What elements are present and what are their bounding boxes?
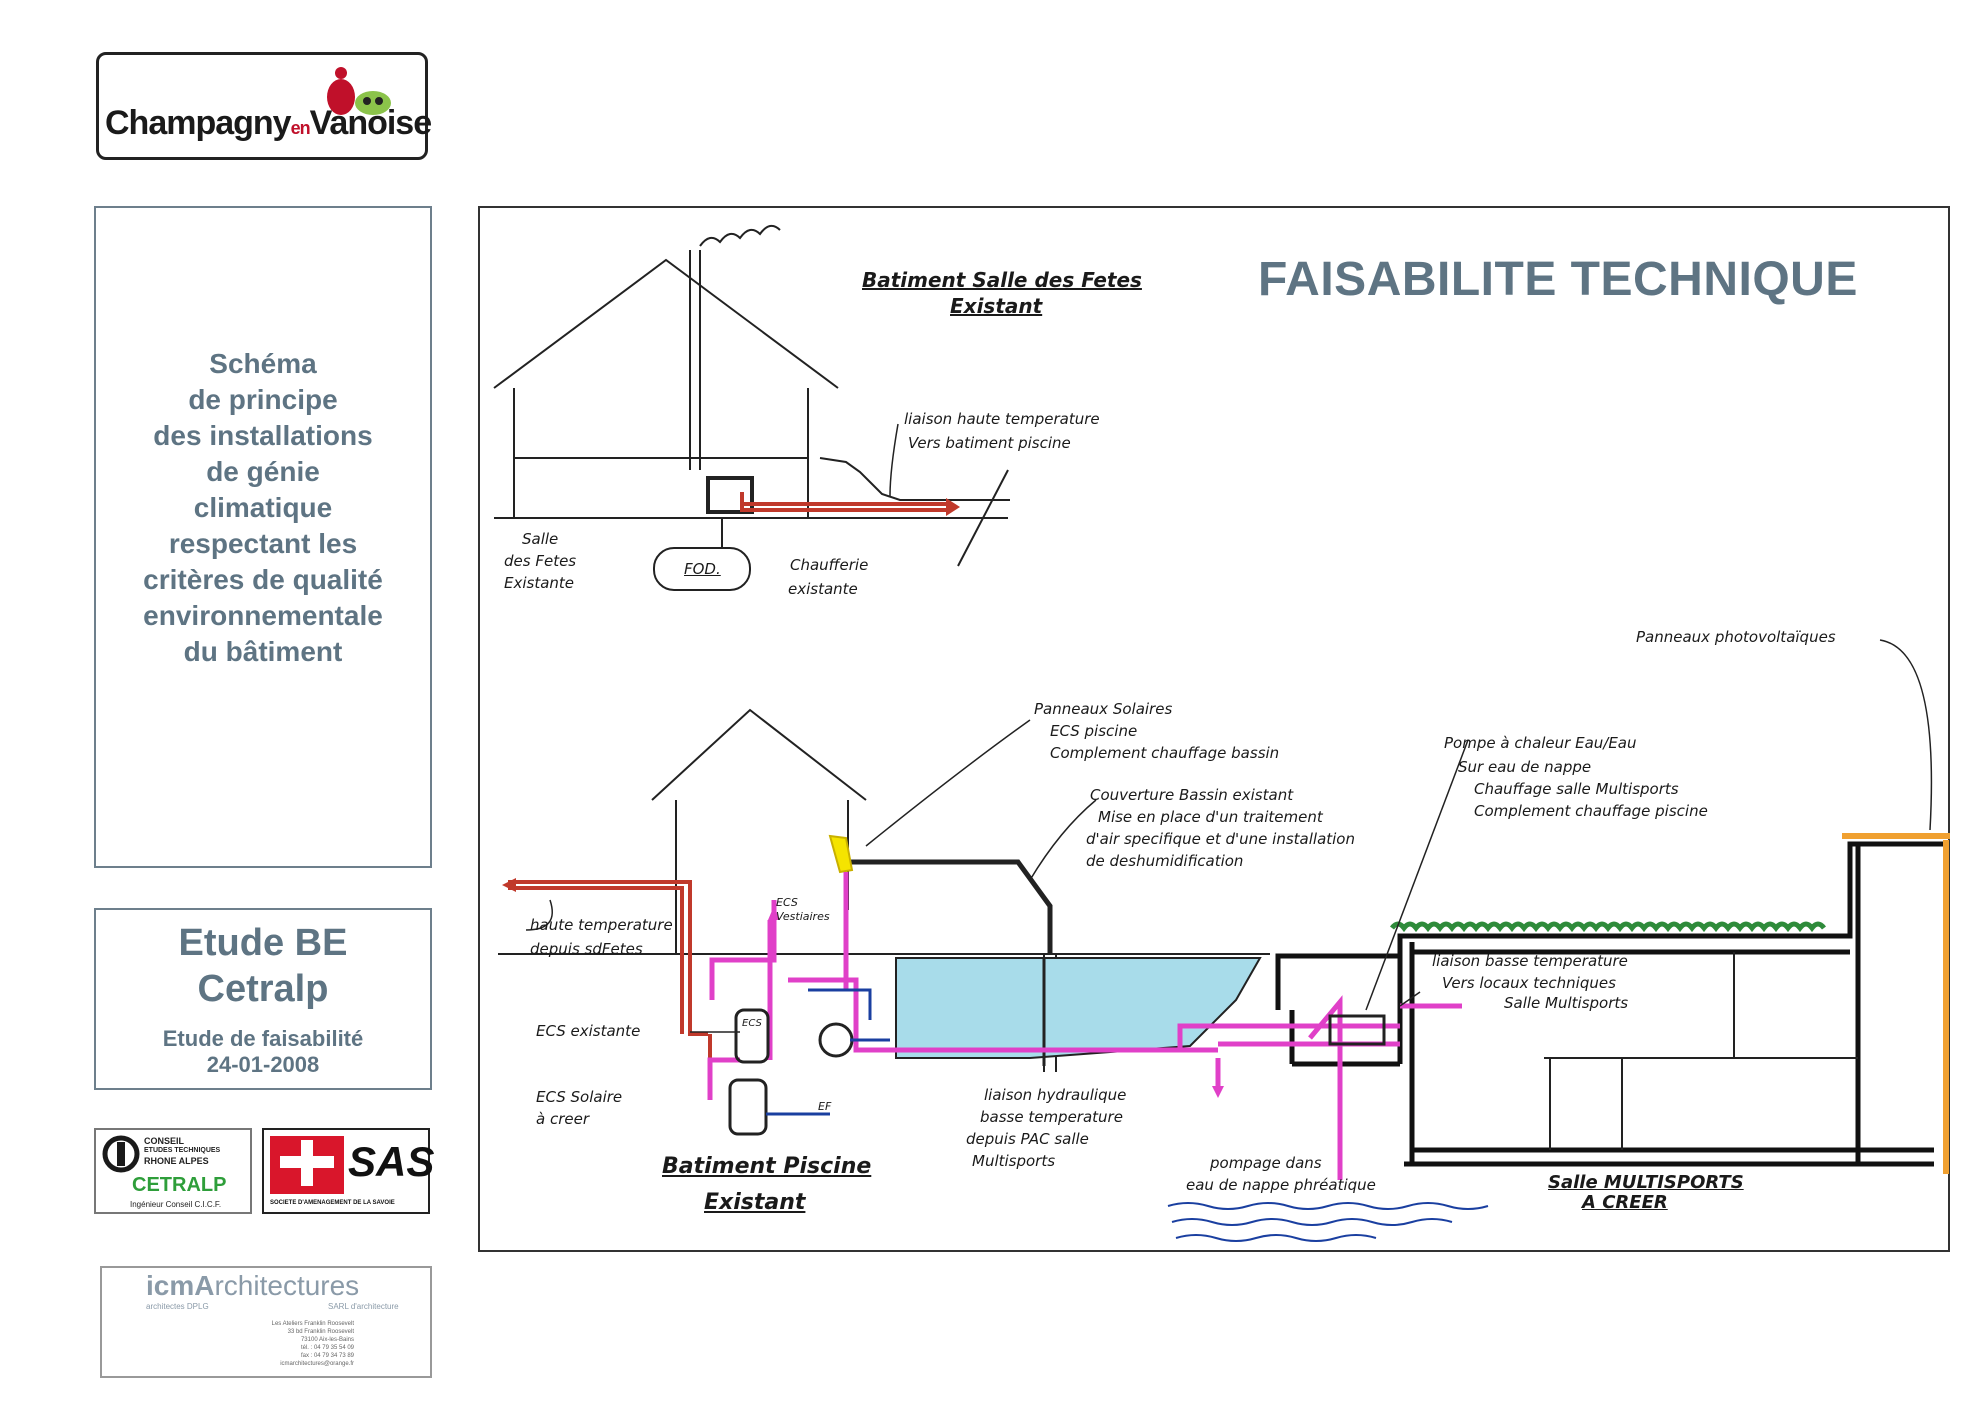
label-pac-1: Pompe à chaleur Eau/Eau [1444,734,1637,752]
pv-panels [1842,833,1950,1174]
label-panneaux-pv: Panneaux photovoltaïques [1636,628,1836,646]
ecs-solar-tank [728,1078,768,1136]
label-salle-existante-2: des Fetes [504,552,577,570]
ecs-tank [734,1008,770,1064]
multisports-shell [1275,841,1949,1174]
icm-address: Les Ateliers Franklin Roosevelt 33 bd Fr… [271,1321,354,1367]
pool-water [895,957,1262,1059]
icm-sub-left: architectes DPLG [146,1302,209,1311]
cetralp-logo: CONSEIL ETUDES TECHNIQUES RHONE ALPES CE… [94,1128,252,1214]
pool-cover [848,859,1053,954]
label-panneaux-solaires-3: Complement chauffage bassin [1050,744,1280,762]
label-panneaux-solaires-2: ECS piscine [1050,722,1138,740]
solar-collector [828,834,854,874]
fod-tank [653,547,751,591]
label-liaison-basse-2: Vers locaux techniques [1442,974,1616,992]
study-title-2: Cetralp [197,968,329,1010]
study-title-1: Etude BE [178,922,348,964]
sas-cross-icon [270,1136,344,1194]
label-liaison-haute-1: liaison haute temperature [904,410,1100,428]
label-salle-existante-1: Salle [522,530,559,548]
low-temp-pipe-network [707,900,1462,1180]
label-salle-existante-3: Existante [504,574,575,592]
label-piscine-title-2: Existant [704,1190,806,1215]
cetralp-line1: CONSEIL [144,1136,185,1146]
label-fod: FOD. [684,560,721,578]
logo-wordmark: ChampagnyenVanoise [105,104,432,142]
study-date: 24-01-2008 [206,1052,320,1077]
label-piscine-title-1: Batiment Piscine [662,1154,872,1179]
label-ecs-vest-1: ECS [776,896,798,909]
piscine-roof [651,708,867,801]
label-salle-fetes-title-1: Batiment Salle des Fetes [862,268,1142,292]
label-ecs-tank: ECS [742,1018,762,1029]
label-ecs-solaire-1: ECS Solaire [536,1088,623,1106]
champagny-logo: ChampagnyenVanoise [96,52,432,160]
salle-fetes-roof [493,258,839,389]
label-chaufferie-1: Chaufferie [790,556,869,574]
icm-logo: icmArchitectures architectes DPLG SARL d… [100,1266,432,1378]
label-pac-2: Sur eau de nappe [1458,758,1592,776]
green-roof [1390,921,1826,933]
label-couverture-4: de deshumidification [1086,852,1244,870]
water-table [1167,1202,1489,1242]
icm-name: icmArchitectures [146,1270,360,1301]
label-liaison-haute-2: Vers batiment piscine [908,434,1071,452]
label-couverture-2: Mise en place d'un traitement [1098,808,1323,826]
label-liaison-hydr-3: depuis PAC salle [966,1130,1089,1148]
label-pac-4: Complement chauffage piscine [1474,802,1708,820]
label-pac-3: Chauffage salle Multisports [1474,780,1679,798]
label-haute-temp-1: haute temperature [530,916,673,934]
cetralp-emblem-icon [102,1135,140,1173]
label-liaison-basse-1: liaison basse temperature [1432,952,1628,970]
label-couverture-3: d'air specifique et d'une installation [1086,830,1355,848]
description-panel: Schéma de principe des installations de … [94,206,432,868]
label-pompage-2: eau de nappe phréatique [1186,1176,1376,1194]
label-chaufferie-2: existante [788,580,858,598]
cetralp-tagline: Ingénieur Conseil C.I.C.F. [130,1200,222,1209]
heat-pump [1328,1014,1386,1046]
expansion-vessel [818,1022,854,1058]
label-pompage-1: pompage dans [1210,1154,1322,1172]
diagram-frame [478,206,1950,1252]
label-ecs-existante: ECS existante [536,1022,641,1040]
chaufferie-boiler [706,476,754,514]
study-panel: Etude BE Cetralp Etude de faisabilité 24… [94,908,432,1090]
label-panneaux-solaires-1: Panneaux Solaires [1034,700,1173,718]
label-salle-fetes-title-2: Existant [950,294,1043,318]
label-haute-temp-2: depuis sdFetes [530,940,643,958]
sas-name: SAS [348,1138,435,1185]
cetralp-line2: ETUDES TECHNIQUES [144,1147,221,1154]
label-liaison-hydr-1: liaison hydraulique [984,1086,1127,1104]
label-multisports-1: Salle MULTISPORTS [1548,1172,1744,1193]
cetralp-name: CETRALP [132,1174,227,1196]
sas-tagline: SOCIETE D'AMENAGEMENT DE LA SAVOIE [270,1200,395,1206]
study-subtitle: Etude de faisabilité [162,1026,364,1051]
label-couverture-1: Couverture Bassin existant [1090,786,1294,804]
mascot-icon [327,67,391,115]
icm-sub-right: SARL d'architecture [328,1302,399,1311]
label-liaison-hydr-2: basse temperature [980,1108,1123,1126]
label-ecs-vest-2: Vestiaires [776,910,830,923]
label-ef: EF [818,1100,832,1113]
label-multisports-2: A CREER [1582,1192,1668,1213]
description-text: Schéma de principe des installations de … [143,348,383,667]
label-ecs-solaire-2: à creer [536,1110,589,1128]
sas-logo: SAS SOCIETE D'AMENAGEMENT DE LA SAVOIE [262,1128,434,1214]
label-liaison-basse-3: Salle Multisports [1504,994,1629,1012]
cetralp-line3: RHONE ALPES [144,1156,209,1166]
diagram-title: FAISABILITE TECHNIQUE [1258,253,1858,306]
label-liaison-hydr-4: Multisports [972,1152,1056,1170]
